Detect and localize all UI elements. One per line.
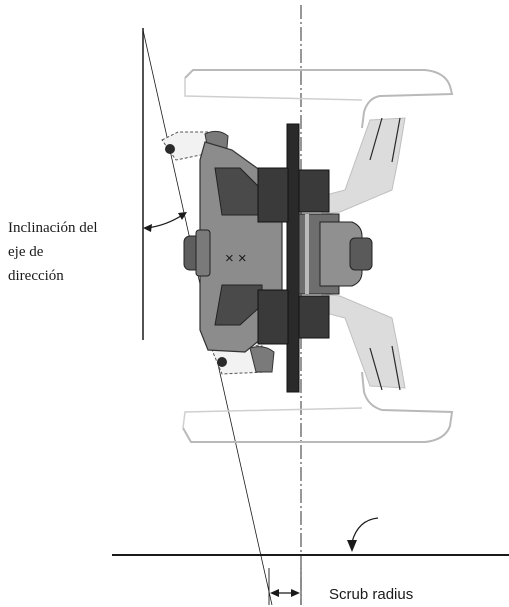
- kingpin-label-line1: Inclinación del: [8, 220, 98, 236]
- brake-disc: [286, 123, 300, 393]
- brake-caliper: [257, 167, 330, 345]
- svg-text:× ×: × ×: [225, 250, 247, 267]
- wheel-hub: [298, 213, 373, 295]
- kingpin-label-line3: dirección: [8, 268, 64, 284]
- scrub-radius-label: Scrub radius: [329, 586, 413, 603]
- kingpin-label-line2: eje de: [8, 244, 44, 260]
- scrub-radius-dimension: [268, 568, 302, 605]
- stub-axle: [183, 229, 211, 277]
- wheel-rim: [182, 69, 454, 443]
- ground-pointer-arrow: [347, 517, 379, 552]
- inclination-angle-arrow: [143, 212, 187, 232]
